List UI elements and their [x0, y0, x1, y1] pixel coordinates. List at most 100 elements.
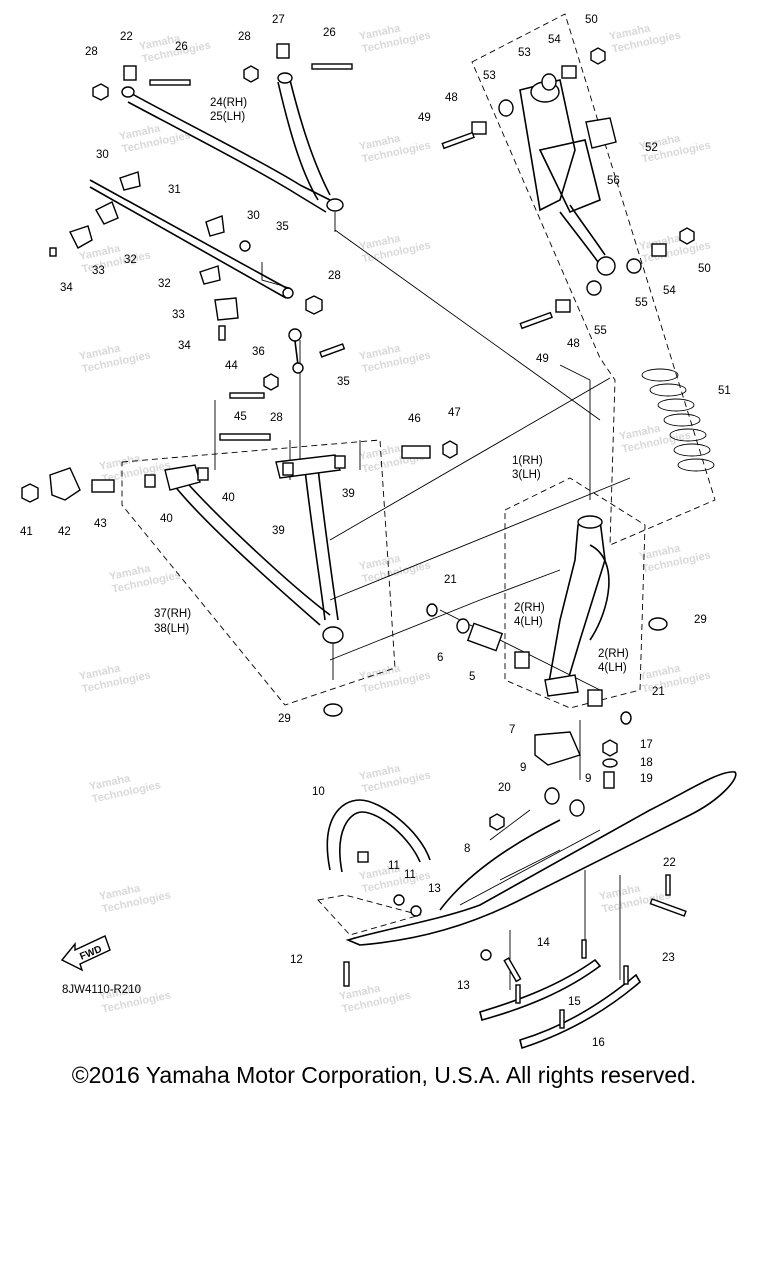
spring	[641, 368, 715, 472]
callout: 18	[640, 757, 653, 769]
callout: 11	[388, 860, 400, 872]
callout: 4(LH)	[598, 662, 627, 674]
nut-50b	[679, 227, 695, 245]
link-rod	[288, 328, 304, 374]
bracket-33a	[69, 225, 93, 249]
callout: 2(RH)	[514, 602, 545, 614]
bushing-27	[276, 43, 290, 59]
fwd-arrow-icon: FWD	[60, 935, 111, 972]
nut-28b	[243, 65, 259, 83]
lower-arm-group-outline	[121, 439, 396, 706]
bushing-22	[123, 65, 137, 81]
callout: 10	[312, 786, 325, 798]
bushing-54b	[651, 243, 667, 257]
callout: 40	[160, 513, 173, 525]
diagram-code: 8JW4110-R210	[62, 984, 141, 996]
collar-46	[401, 445, 431, 459]
callout: 39	[272, 525, 285, 537]
callout: 14	[537, 937, 550, 949]
washer-13b	[480, 949, 492, 961]
nut-11b	[393, 894, 405, 906]
collar-6	[456, 618, 470, 634]
bolt-22	[665, 874, 671, 896]
copyright-notice: ©2016 Yamaha Motor Corporation, U.S.A. A…	[71, 1062, 697, 1088]
callout: 32	[124, 254, 137, 266]
ski-group-outline	[317, 894, 422, 936]
callout: 54	[548, 34, 561, 46]
nut-29b	[648, 617, 668, 631]
bolt-44	[229, 392, 265, 399]
callout: 45	[234, 411, 247, 423]
callout: 40	[222, 492, 235, 504]
callout: 31	[168, 184, 181, 196]
bolt-35b	[319, 343, 346, 358]
callout: 12	[290, 954, 303, 966]
cushion-7	[534, 731, 581, 766]
callout: 48	[567, 338, 580, 350]
callout: 23	[662, 952, 675, 964]
callout: 32	[158, 278, 171, 290]
callout: 19	[640, 773, 653, 785]
bushing-48b	[555, 299, 571, 313]
callout: 49	[418, 112, 431, 124]
callout: 52	[645, 142, 658, 154]
callout: 6	[437, 652, 443, 664]
bushing-2b	[587, 689, 603, 707]
bolt-12	[343, 961, 350, 987]
callout: 2(RH)	[598, 648, 629, 660]
nut-28d	[263, 373, 279, 391]
callout: 13	[457, 980, 470, 992]
callout: 9	[585, 773, 591, 785]
callout: 9	[520, 762, 526, 774]
callout: 28	[270, 412, 283, 424]
callout: 22	[120, 31, 133, 43]
bushing-39b	[334, 455, 346, 469]
lower-a-arm	[164, 454, 344, 680]
runner-stud	[623, 965, 629, 985]
nut-17	[602, 739, 618, 757]
bolt-49b	[519, 311, 553, 330]
callout: 50	[585, 14, 598, 26]
bushing-40b	[197, 467, 209, 481]
washer-21a	[426, 603, 438, 617]
bushing-11a	[357, 851, 369, 863]
callout: 4(LH)	[514, 616, 543, 628]
callout: 38(LH)	[154, 623, 189, 635]
callout: 35	[337, 376, 350, 388]
bolt-26a	[149, 79, 191, 86]
collar-19	[603, 771, 615, 789]
callout: 3(LH)	[512, 469, 541, 481]
callout: 28	[328, 270, 341, 282]
callout: 24(RH)	[210, 97, 247, 109]
bushing-40a	[144, 474, 156, 488]
callout: 56	[607, 175, 620, 187]
washer-21b	[620, 711, 632, 725]
upper-a-arm	[121, 72, 344, 232]
callout: 22	[663, 857, 676, 869]
callout: 47	[448, 407, 461, 419]
callout: 33	[172, 309, 185, 321]
runner-stud	[559, 1009, 565, 1029]
bolt-34a	[49, 247, 57, 257]
clamp-30a	[119, 171, 141, 191]
collar-55a	[626, 258, 642, 274]
callout: 8	[464, 843, 470, 855]
callout: 34	[178, 340, 191, 352]
callout: 30	[247, 210, 260, 222]
callout: 26	[323, 27, 336, 39]
ski-handle	[326, 799, 431, 873]
washer-18	[602, 758, 618, 768]
nut-41	[21, 483, 39, 503]
callout: 39	[342, 488, 355, 500]
callout: 29	[278, 713, 291, 725]
callout: 16	[592, 1037, 605, 1049]
callout: 29	[694, 614, 707, 626]
callout: 41	[20, 526, 33, 538]
callout: 54	[663, 285, 676, 297]
callout: 21	[652, 686, 665, 698]
runner-16	[519, 973, 642, 1050]
callout: 42	[58, 526, 71, 538]
callout: 55	[635, 297, 648, 309]
callout: 43	[94, 518, 107, 530]
callout: 28	[85, 46, 98, 58]
